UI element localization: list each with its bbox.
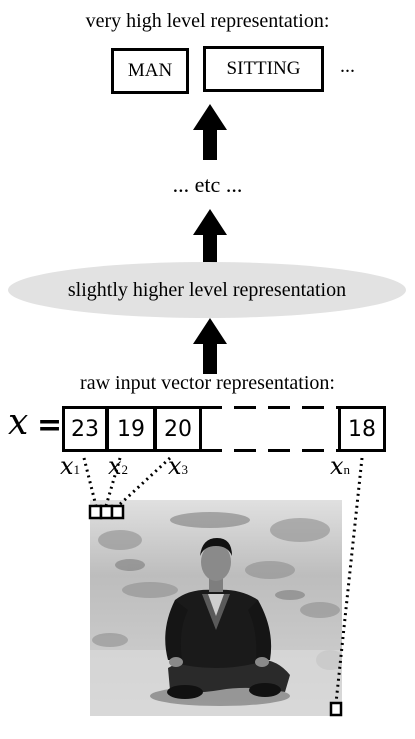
concept-box-man: MAN <box>111 48 189 94</box>
vector-cell-n: 18 <box>338 406 386 452</box>
raw-input-title: raw input vector representation: <box>80 372 335 394</box>
sub-label-x3-base: x <box>168 452 182 480</box>
vector-cell-3: 20 <box>154 406 202 452</box>
sub-label-x1-base: x <box>60 452 74 480</box>
sub-label-x1-index: 1 <box>73 462 81 477</box>
up-arrow-icon <box>193 104 227 160</box>
sub-label-x3-index: 3 <box>181 462 189 477</box>
vector-value-1: 23 <box>71 416 99 442</box>
vector-value-n: 18 <box>348 416 376 442</box>
concepts-ellipsis: ... <box>340 55 355 77</box>
sub-label-xn-index: n <box>343 462 351 477</box>
mid-level-label: slightly higher level representation <box>67 278 347 301</box>
sub-label-x3: x3 <box>168 452 188 481</box>
up-arrow-icon <box>193 209 227 263</box>
vector-cell-1: 23 <box>62 406 108 452</box>
etc-text: ... etc ... <box>172 172 243 197</box>
photo-man-sitting <box>90 500 342 716</box>
pixel-patch-boxes <box>88 504 343 717</box>
concept-label-man: MAN <box>127 60 173 81</box>
vector-symbol: x <box>8 402 28 443</box>
concept-box-sitting: SITTING <box>203 46 324 92</box>
sub-label-x2-index: 2 <box>121 462 129 477</box>
sub-label-xn: xn <box>330 452 350 481</box>
vector-value-3: 20 <box>164 416 192 442</box>
vector-cell-2: 19 <box>106 406 156 452</box>
vector-equals: = <box>37 408 63 443</box>
sub-label-x1: x1 <box>60 452 80 481</box>
top-level-title: very high level representation: <box>85 10 330 32</box>
vector-dashed-continuation <box>200 406 340 452</box>
concept-label-sitting: SITTING <box>226 58 301 79</box>
up-arrow-icon <box>193 318 227 374</box>
vector-symbol-x: x <box>8 402 29 443</box>
vector-value-2: 19 <box>117 416 145 442</box>
mid-level-ellipse: slightly higher level representation <box>8 262 406 318</box>
sub-label-xn-base: x <box>330 452 344 480</box>
